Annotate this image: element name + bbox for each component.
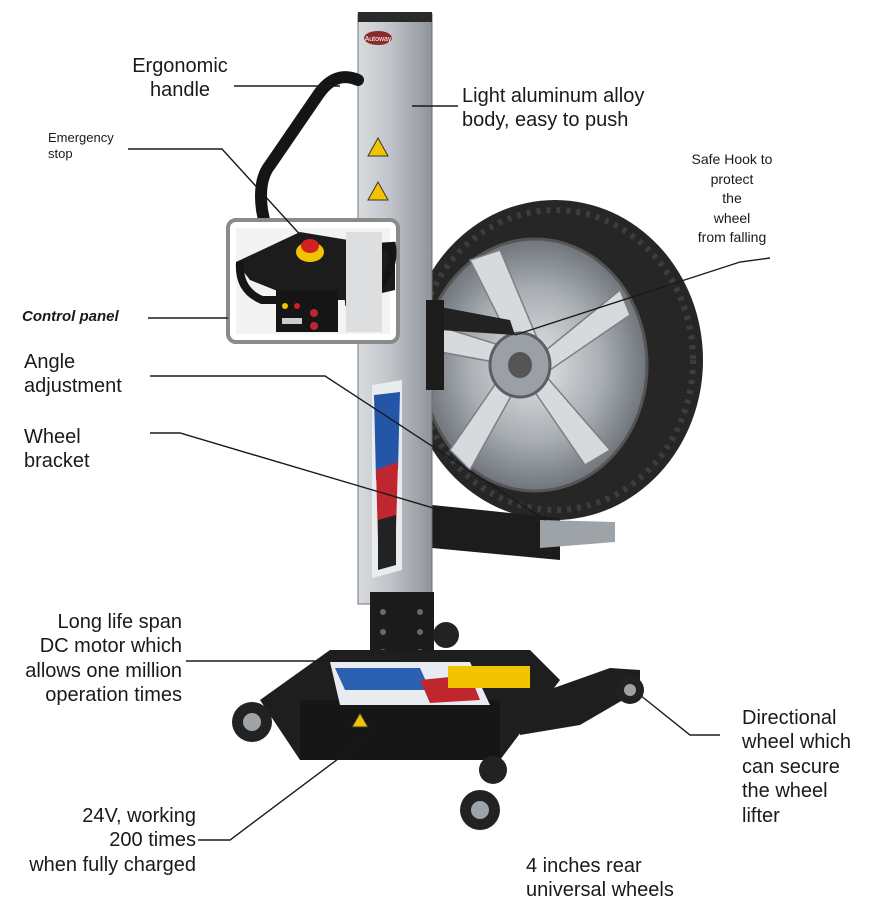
leader-battery [198, 734, 371, 841]
caster-wheels [232, 622, 644, 830]
wheel-rim [421, 237, 649, 493]
leader-safe-hook [514, 257, 771, 336]
emergency-stop-button[interactable] [301, 239, 319, 253]
leader-wheel-bracket [150, 432, 441, 511]
callout-wheel-bracket: Wheel bracket [24, 426, 90, 473]
control-panel-box [226, 218, 400, 344]
brand-logo [364, 31, 392, 45]
leader-emergency-stop [128, 148, 306, 241]
warning-icon [367, 136, 389, 157]
callout-rear-wheels: 4 inches rear universal wheels [526, 855, 674, 902]
callout-control-panel: Control panel [22, 308, 119, 325]
leader-lines [128, 85, 771, 841]
callout-angle-adjustment: Angle adjustment [24, 351, 122, 398]
decal-graphic [372, 380, 402, 578]
wheel-bracket-part [432, 505, 615, 560]
callout-battery: 24V, working 200 times when fully charge… [29, 805, 196, 876]
callout-emergency-stop: Emergency stop [48, 130, 114, 161]
leader-directional-wheel [639, 694, 720, 736]
callout-dc-motor: Long life span DC motor which allows one… [25, 611, 182, 707]
base-frame [260, 650, 640, 760]
callout-safe-hook: Safe Hook to protect the wheel from fall… [691, 151, 773, 246]
callout-directional-wheel: Directional wheel which can secure the w… [742, 707, 851, 827]
svg-text:Autoway: Autoway [365, 36, 392, 43]
leader-angle-adjustment [150, 375, 546, 521]
safe-hook [430, 305, 515, 335]
callout-ergonomic-handle: Ergonomic handle [132, 55, 228, 102]
warning-label [448, 666, 530, 688]
callout-aluminum-body: Light aluminum alloy body, easy to push [462, 85, 645, 132]
handle-bar [255, 71, 364, 246]
warning-icon [351, 711, 369, 728]
warning-icon [367, 180, 389, 201]
